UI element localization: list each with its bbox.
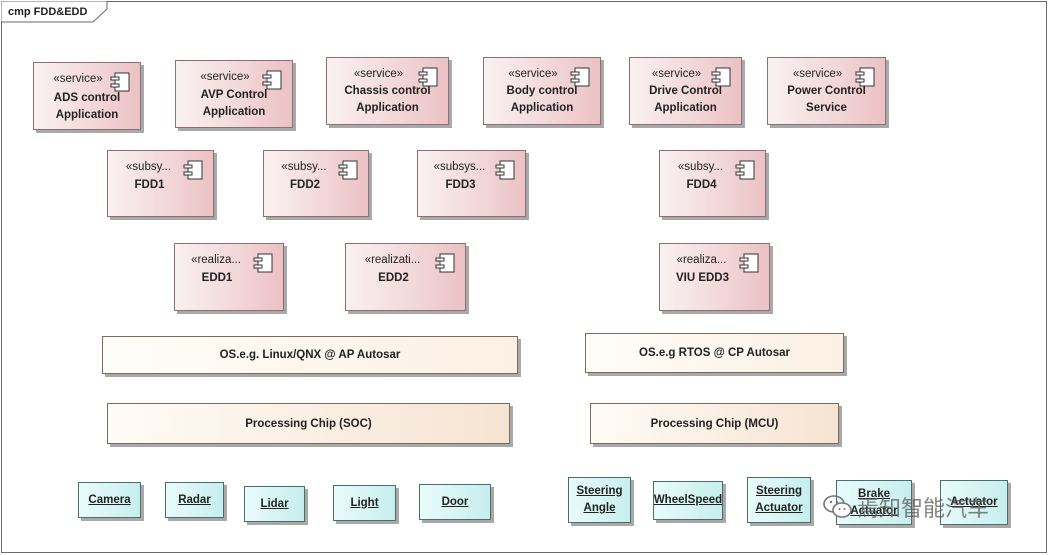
device-camera[interactable]: Camera <box>78 482 141 518</box>
component-name: EDD2 <box>378 272 409 284</box>
os-layer-label: OS.e.g. Linux/QNX @ AP Autosar <box>219 349 401 361</box>
component-icon <box>253 253 273 273</box>
stereotype-label: «subsy... <box>281 161 327 173</box>
component-name: VIU EDD3 <box>675 272 730 284</box>
component-name: Drive Control Application <box>649 85 722 114</box>
device-brake-actuator[interactable]: Brake Actuator <box>836 480 912 525</box>
stereotype-label: «realiza... <box>191 254 241 266</box>
stereotype-label: «service» <box>200 71 250 83</box>
component-fdd2[interactable]: «subsy... FDD2 <box>263 150 369 217</box>
device-label: Light <box>350 496 379 509</box>
component-ads-control[interactable]: «service» ADS control Application <box>33 62 141 130</box>
device-label: Radar <box>178 493 211 506</box>
stereotype-label: «realizati... <box>364 254 421 266</box>
component-name: EDD1 <box>201 272 233 284</box>
component-icon <box>711 67 731 87</box>
component-name: AVP Control Application <box>200 89 268 118</box>
device-door[interactable]: Door <box>419 484 491 520</box>
component-icon <box>739 253 759 273</box>
component-fdd3[interactable]: «subsys... FDD3 <box>417 150 526 217</box>
device-light[interactable]: Light <box>333 485 396 521</box>
component-name: FDD2 <box>289 179 321 191</box>
stereotype-label: «realiza... <box>676 254 727 266</box>
chip-soc[interactable]: Processing Chip (SOC) <box>107 403 510 444</box>
device-label: Brake Actuator <box>850 487 898 517</box>
component-icon <box>855 67 875 87</box>
stereotype-label: «service» <box>353 68 404 80</box>
component-chassis-control[interactable]: «service» Chassis control Application <box>326 57 449 125</box>
component-icon <box>435 253 455 273</box>
component-name: Power Control Service <box>787 85 866 114</box>
component-edd1[interactable]: «realiza... EDD1 <box>174 243 284 311</box>
device-actuator[interactable]: Actuator <box>940 480 1008 525</box>
os-layer-cp[interactable]: OS.e.g RTOS @ CP Autosar <box>585 333 844 373</box>
component-icon <box>338 160 358 180</box>
device-label: Camera <box>88 493 131 506</box>
chip-label: Processing Chip (SOC) <box>245 417 372 430</box>
watermark: 焉知智能汽车 <box>823 492 989 522</box>
device-lidar[interactable]: Lidar <box>244 486 305 522</box>
frame-title: cmp FDD&EDD <box>8 6 88 18</box>
component-name: ADS control Application <box>53 92 121 121</box>
chip-mcu[interactable]: Processing Chip (MCU) <box>590 403 839 444</box>
device-label: Actuator <box>950 496 998 508</box>
stereotype-label: «service» <box>508 68 558 80</box>
component-icon <box>735 160 755 180</box>
component-body-control[interactable]: «service» Body control Application <box>483 57 601 125</box>
device-label: Steering Actuator <box>755 485 803 514</box>
component-icon <box>110 72 130 92</box>
component-icon <box>262 70 282 90</box>
device-label: WheelSpeed <box>653 494 723 506</box>
stereotype-label: «subsy... <box>677 161 724 173</box>
component-name: FDD3 <box>445 179 476 191</box>
component-name: FDD4 <box>686 179 717 191</box>
component-name: Body control Application <box>506 85 578 114</box>
chip-label: Processing Chip (MCU) <box>650 417 779 430</box>
component-icon <box>570 67 590 87</box>
device-label: Lidar <box>260 497 289 510</box>
watermark-text: 焉知智能汽车 <box>857 497 990 522</box>
component-power-control[interactable]: «service» Power Control Service <box>767 57 886 125</box>
stereotype-label: «service» <box>53 73 103 85</box>
component-fdd4[interactable]: «subsy... FDD4 <box>659 150 766 217</box>
component-avp-control[interactable]: «service» AVP Control Application <box>175 60 293 128</box>
device-radar[interactable]: Radar <box>165 482 224 518</box>
device-label: Steering Angle <box>576 485 623 514</box>
component-icon <box>183 160 203 180</box>
component-name: FDD1 <box>134 179 165 191</box>
component-drive-control[interactable]: «service» Drive Control Application <box>629 57 742 125</box>
device-label: Door <box>441 495 469 508</box>
wechat-icon <box>823 495 852 518</box>
os-layer-ap[interactable]: OS.e.g. Linux/QNX @ AP Autosar <box>102 336 518 374</box>
component-viu-edd3[interactable]: «realiza... VIU EDD3 <box>659 243 770 311</box>
component-fdd1[interactable]: «subsy... FDD1 <box>107 150 214 217</box>
os-layer-label: OS.e.g RTOS @ CP Autosar <box>639 347 790 359</box>
component-name: Chassis control Application <box>344 85 431 114</box>
device-steering-actuator[interactable]: Steering Actuator <box>747 477 811 523</box>
device-steering-angle[interactable]: Steering Angle <box>568 477 631 523</box>
component-icon <box>495 160 515 180</box>
stereotype-label: «service» <box>651 68 702 80</box>
component-icon <box>418 67 438 87</box>
component-edd2[interactable]: «realizati... EDD2 <box>345 243 466 311</box>
stereotype-label: «service» <box>792 68 843 80</box>
stereotype-label: «subsy... <box>125 161 172 173</box>
stereotype-label: «subsys... <box>433 161 486 173</box>
device-wheelspeed[interactable]: WheelSpeed <box>653 481 723 520</box>
